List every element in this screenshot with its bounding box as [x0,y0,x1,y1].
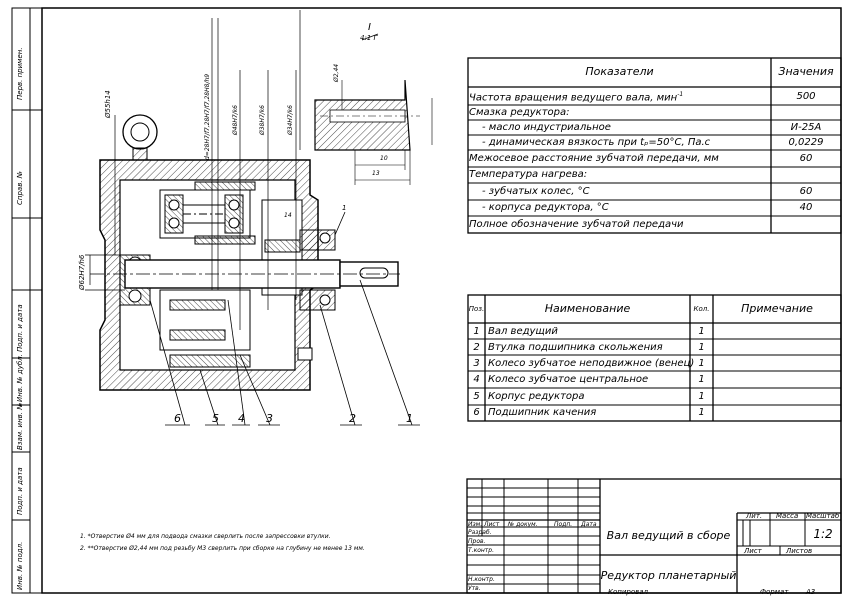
product-name: Редуктор планетарный [600,569,737,582]
parts-header-note: Примечание [741,302,813,315]
title-col-date: Дата [581,521,597,528]
copied-label: Копировал [608,588,648,596]
dim-pos-1: 1 [342,204,347,212]
format-value: А3 [806,588,816,596]
format-label: Формат [760,588,789,596]
dim-len-13: 13 [372,170,380,177]
params-row-label: Температура нагрева: [469,169,588,180]
title-col-docno: № докум. [508,521,538,528]
parts-table-grid [467,294,842,422]
stamp-label-sign-date-2: Подп. и дата [16,467,24,515]
parts-header-name: Наименование [544,302,631,315]
parts-row-qty: 1 [698,407,705,418]
params-row-label: Смазка редуктора: [469,107,570,118]
stamp-label-sign-date-1: Подп. и дата [16,304,24,352]
stamp-label-replaced-inv: Взам. инв. № [16,402,24,450]
parts-row-pos: 3 [473,358,480,369]
title-col-rev: Изм. [468,521,483,528]
position-number: 5 [212,412,219,425]
title-row-tcontrol: Т.контр. [468,547,495,554]
dim-d-top-right: Ø2,44 [333,63,340,82]
params-row-label: - корпуса редуктора, °С [482,202,609,213]
params-row-label: Частота вращения ведущего вала, мин-1 [469,91,684,104]
parts-row-pos: 6 [473,407,480,418]
params-header-indicator: Показатели [585,65,654,78]
scale-value: 1:2 [813,527,833,541]
parts-row-pos: 5 [473,391,480,402]
stamp-label-orig-inv: Инв. № подл. [16,541,24,590]
dim-d-top-left: Ø55h14 [104,90,112,118]
section-detail [314,33,433,185]
parts-header-pos: Поз. [468,305,485,313]
title-row-approved: Утв. [468,585,481,592]
mass-label: Масса [776,512,799,520]
parts-row-qty: 1 [698,326,705,337]
params-row-value: 40 [799,202,813,213]
params-row-value: 500 [796,91,816,102]
position-number: 3 [266,412,273,425]
assembly-drawing [85,10,420,426]
parts-row-name: Колесо зубчатое центральное [488,374,649,385]
parts-row-pos: 2 [473,342,480,353]
parts-row-qty: 1 [698,342,705,353]
sheet-label: Лист [744,547,762,555]
title-col-sheet: Лист [484,521,500,528]
params-row-value: 60 [799,186,813,197]
title-row-checked: Пров. [468,538,486,545]
sheets-label: Листов [786,547,813,555]
position-number: 6 [174,412,181,425]
parts-row-qty: 1 [698,391,705,402]
position-number: 4 [238,412,245,425]
params-header-value: Значения [778,65,834,78]
params-row-label: Полное обозначение зубчатой передачи [469,219,684,230]
params-table-grid [467,57,842,234]
technical-note: 2. **Отверстие Ø2,44 мм под резьбу М3 св… [80,545,365,552]
parts-row-pos: 1 [473,326,480,337]
params-row-label: - масло индустриальное [482,122,611,133]
position-number: 1 [406,412,413,425]
stamp-label-dup-inv: Инв. № дубл. [16,354,24,402]
section-label: I [368,22,371,33]
params-row-value: И-25А [790,122,822,133]
parts-row-qty: 1 [698,358,705,369]
stamp-label-ref-no: Справ. № [16,170,24,205]
title-row-ncontrol: Н.контр. [468,576,495,583]
parts-row-name: Корпус редуктора [488,391,585,402]
params-row-label: Межосевое расстояние зубчатой передачи, … [469,153,719,164]
parts-row-pos: 4 [473,374,480,385]
title-row-developed: Разраб. [468,529,492,536]
params-row-value: 0,0229 [788,137,824,148]
position-number: 2 [349,412,356,425]
parts-row-qty: 1 [698,374,705,385]
dim-d-b1: Ø48H7/k6 [232,105,239,135]
scale-label: Масштаб [806,512,840,520]
title-col-sign: Подп. [554,521,573,528]
dim-d-b2: Ø38H7/k6 [259,105,266,135]
dim-d-b3: Ø34H7/k6 [287,105,294,135]
params-row-value: 60 [799,153,813,164]
params-row-label: - динамическая вязкость при tₚ=50°С, Па.… [482,137,711,148]
section-scale: 4:1 Г [360,34,378,42]
parts-row-name: Колесо зубчатое неподвижное (венец) [488,358,695,369]
dim-angle: 14 [284,212,292,219]
parts-header-qty: Кол. [693,305,710,313]
technical-note: 1. *Отверстие Ø4 мм для подвода смазки с… [80,533,331,540]
title-block-grid [466,478,842,594]
dim-d-gear: d=28H7/f7,28H7/f7,28H8/h9 [204,73,211,160]
parts-row-name: Подшипник качения [488,407,597,418]
dim-d-left: Ø62H7/h6 [78,254,86,290]
stamp-label-first-use: Перв. примен. [16,47,24,100]
parts-row-name: Втулка подшипника скольжения [488,342,663,353]
dim-len-10: 10 [380,155,388,162]
doc-title: Вал ведущий в сборе [606,529,731,542]
params-row-label: - зубчатых колес, °С [482,186,590,197]
parts-row-name: Вал ведущий [488,326,558,337]
lit-label: Лит. [746,512,763,520]
